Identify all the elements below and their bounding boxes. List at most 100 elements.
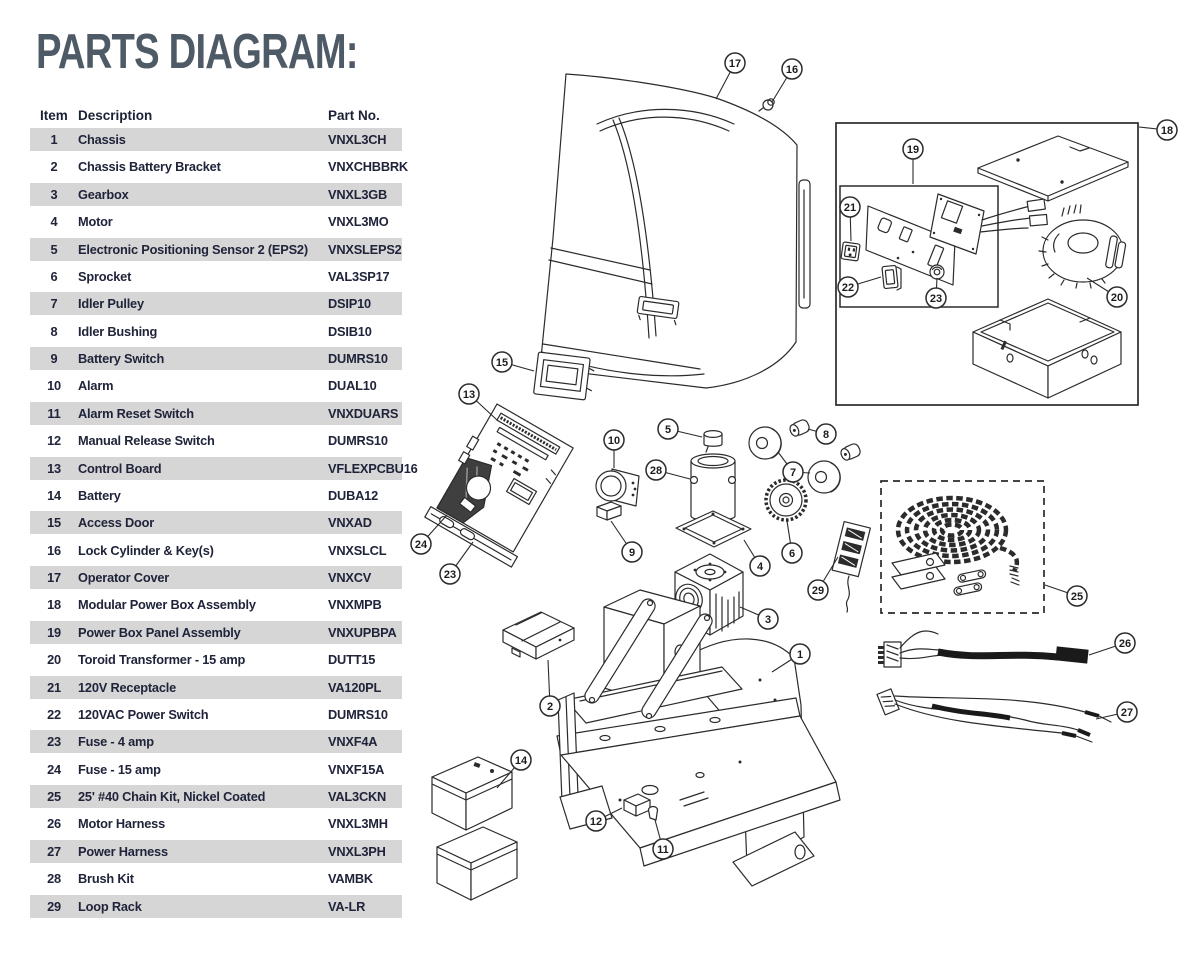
row-part-no: VNXL3PH (328, 843, 386, 859)
power-switch-drawing (881, 264, 902, 291)
toroid-transformer-drawing (1038, 204, 1127, 289)
row-part-no: VNXSLEPS2 (328, 241, 402, 257)
row-description: Electronic Positioning Sensor 2 (EPS2) (78, 241, 308, 257)
row-item-number: 2 (50, 159, 58, 175)
callout-number-1: 1 (797, 649, 803, 661)
power-box-assembly-drawing (835, 122, 1139, 406)
callout-circle-10 (603, 429, 625, 451)
row-part-no: VNXSLCL (328, 542, 387, 558)
callout-leader-line (547, 659, 551, 707)
callout-number-20: 20 (1111, 292, 1123, 304)
callout-leader-line (1044, 584, 1078, 597)
row-item-number: 16 (47, 542, 61, 558)
callout-number-23: 23 (444, 569, 456, 581)
row-item-number: 15 (47, 515, 61, 531)
receptacle-drawing (840, 241, 861, 262)
row-item-number: 3 (50, 186, 58, 202)
power-box-lid (977, 135, 1129, 202)
callout-circle-3 (757, 608, 779, 630)
callout-circle-21 (839, 196, 861, 218)
callout-circle-2 (539, 695, 561, 717)
row-item-number: 13 (47, 460, 61, 476)
gearbox-drawing (674, 553, 744, 636)
row-description: Sprocket (78, 268, 132, 284)
row-item-number: 17 (47, 570, 61, 586)
row-part-no: VNXDUARS (328, 405, 399, 421)
row-part-no: VA120PL (328, 679, 382, 695)
callout-leader-line (655, 469, 691, 480)
callout-leader-line (935, 277, 938, 299)
loop-rack-drawing (831, 520, 871, 613)
callout-number-2: 2 (547, 701, 553, 713)
row-part-no: VNXCV (328, 570, 372, 586)
row-item-number: 19 (47, 624, 61, 640)
callout-circle-29 (807, 579, 829, 601)
row-part-no: VA-LR (328, 898, 366, 914)
header-item: Item (40, 107, 68, 123)
callout-leader-line (849, 206, 852, 242)
row-description: Lock Cylinder & Key(s) (78, 542, 214, 558)
callout-number-6: 6 (789, 548, 795, 560)
row-description: Battery (78, 487, 121, 503)
row-part-no: DUTT15 (328, 652, 376, 668)
row-description: Power Box Panel Assembly (78, 624, 241, 640)
power-box-panel-assembly (839, 185, 1048, 308)
callout-number-4: 4 (757, 561, 764, 573)
row-description: Alarm (78, 378, 114, 394)
callout-circle-6 (781, 542, 803, 564)
callout-circle-9 (621, 541, 643, 563)
row-item-number: 23 (47, 734, 61, 750)
alarm-reset-switch-drawing (647, 805, 659, 821)
callout-number-28: 28 (650, 465, 662, 477)
callout-number-15: 15 (496, 357, 508, 369)
callout-circle-20 (1106, 286, 1128, 308)
row-item-number: 11 (47, 405, 61, 421)
row-description: Chassis (78, 132, 126, 148)
row-item-number: 29 (47, 898, 61, 914)
row-description: Modular Power Box Assembly (78, 597, 256, 613)
row-description: Access Door (78, 515, 155, 531)
callout-leader-line (468, 393, 498, 421)
row-item-number: 28 (47, 871, 61, 887)
callout-number-25: 25 (1071, 591, 1083, 603)
row-description: 120V Receptacle (78, 679, 177, 695)
callout-number-18: 18 (1161, 125, 1173, 137)
header-part-no: Part No. (328, 107, 380, 123)
callout-number-29: 29 (812, 585, 824, 597)
callout-number-12: 12 (590, 816, 602, 828)
callout-circle-18 (1156, 119, 1178, 141)
callout-circle-17 (724, 52, 746, 74)
callout-leader-line (501, 361, 535, 372)
callout-number-8: 8 (823, 429, 829, 441)
callout-number-5: 5 (665, 424, 671, 436)
callout-leader-line (449, 541, 474, 575)
page-title: PARTS DIAGRAM: (36, 25, 358, 79)
row-item-number: 8 (50, 323, 58, 339)
row-description: Manual Release Switch (78, 433, 215, 449)
row-item-number: 5 (50, 241, 58, 257)
row-part-no: DSIP10 (328, 296, 371, 312)
alarm-drawing (595, 468, 640, 507)
row-description: Idler Pulley (78, 296, 144, 312)
control-board-drawing (424, 403, 574, 568)
callout-leader-line (595, 807, 623, 822)
callout-leader-line (496, 759, 522, 789)
callout-leader-line (739, 606, 769, 620)
chassis-drawing (556, 589, 841, 887)
callout-leader-line (792, 471, 811, 474)
row-part-no: VFLEXPCBU16 (328, 460, 418, 476)
callout-number-9: 9 (629, 547, 635, 559)
access-door-drawing (533, 351, 595, 401)
idler-bushing-drawing (789, 419, 861, 461)
